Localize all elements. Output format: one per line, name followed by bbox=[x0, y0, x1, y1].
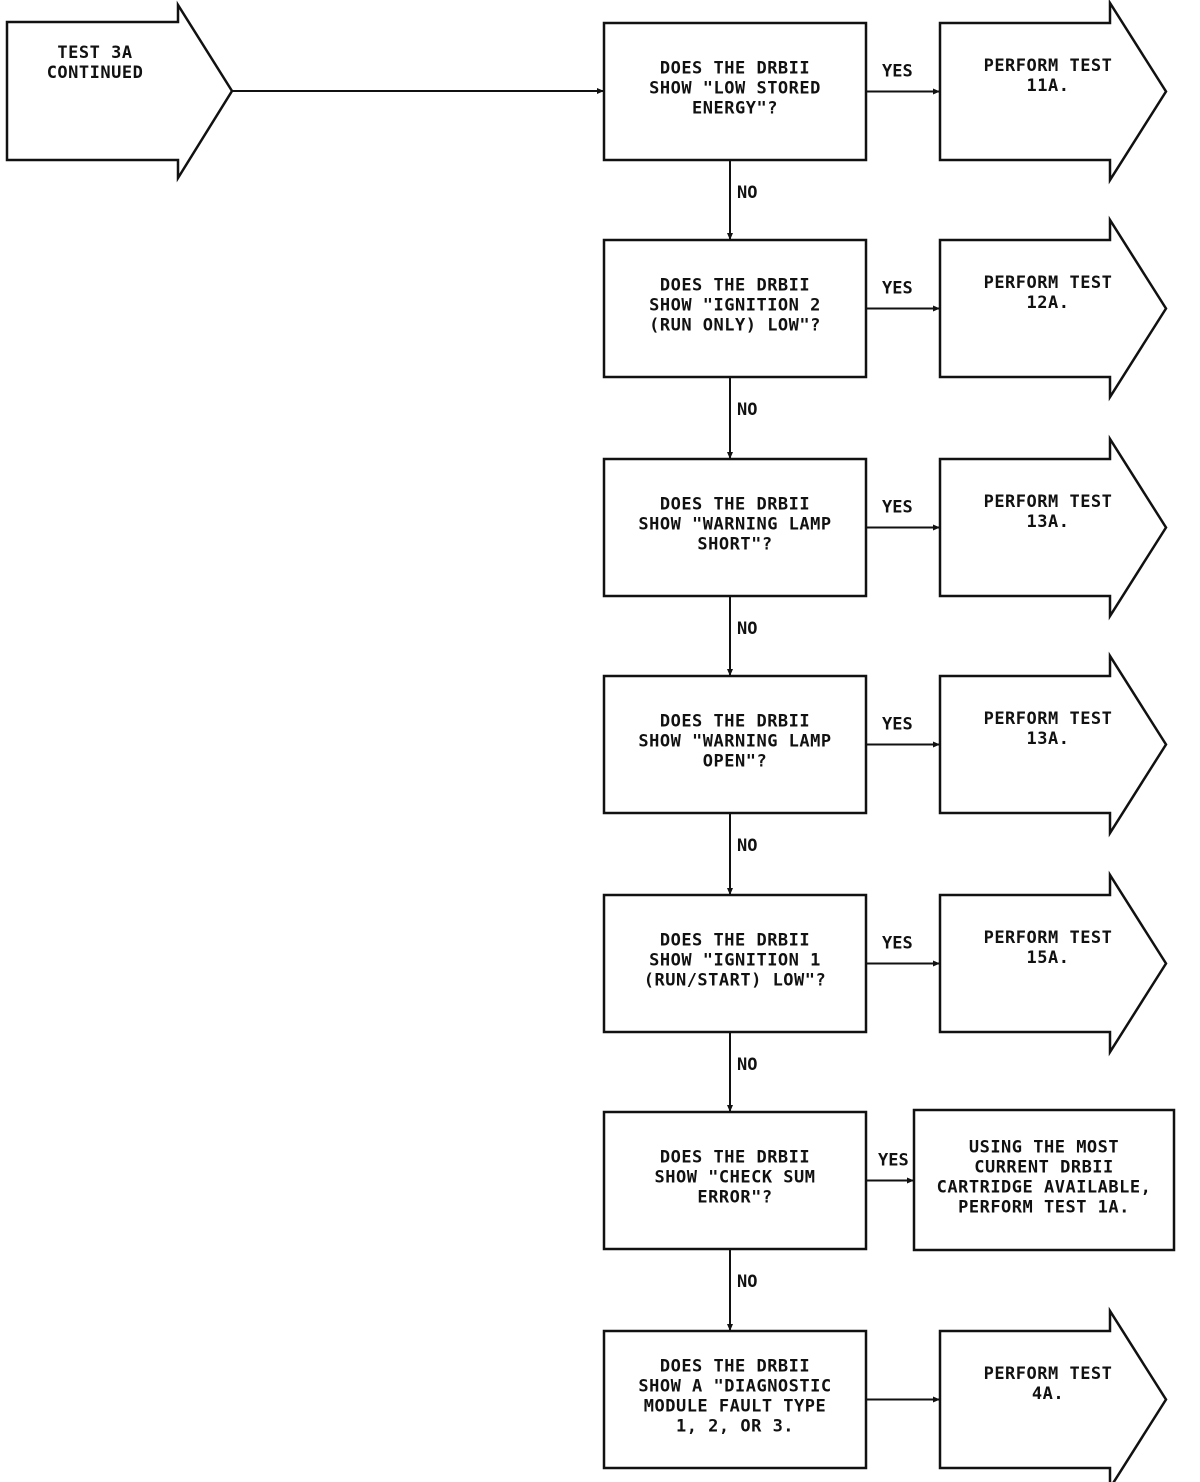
decision-text-line: ERROR"? bbox=[697, 1188, 772, 1208]
no-label: NO bbox=[737, 183, 757, 203]
decision-text-line: DOES THE DRBII bbox=[660, 276, 810, 296]
decision-text-line: SHOW "LOW STORED bbox=[649, 79, 821, 99]
decision-text-line: SHORT"? bbox=[697, 535, 772, 555]
yes-label: YES bbox=[882, 934, 913, 954]
yes-label: YES bbox=[882, 279, 913, 299]
start-label-line: TEST 3A bbox=[57, 43, 132, 63]
no-label: NO bbox=[737, 619, 757, 639]
outcome-text-line: 13A. bbox=[1027, 729, 1070, 749]
decision-text-line: MODULE FAULT TYPE bbox=[644, 1397, 827, 1417]
no-label: NO bbox=[737, 836, 757, 856]
outcome-arrow bbox=[938, 434, 1168, 621]
decision-text-line: (RUN ONLY) LOW"? bbox=[649, 316, 821, 336]
outcome-text-line: 11A. bbox=[1027, 76, 1070, 96]
outcome-text-line: PERFORM TEST bbox=[984, 273, 1113, 293]
decision-text-line: DOES THE DRBII bbox=[660, 59, 810, 79]
decision-text-line: (RUN/START) LOW"? bbox=[644, 971, 827, 991]
outcome-text-line: CURRENT DRBII bbox=[974, 1158, 1114, 1178]
decision-text-line: SHOW A "DIAGNOSTIC bbox=[638, 1377, 831, 1397]
start-label-line: CONTINUED bbox=[47, 63, 144, 83]
outcome-text-line: PERFORM TEST bbox=[984, 709, 1113, 729]
decision-text-line: SHOW "WARNING LAMP bbox=[638, 732, 831, 752]
yes-label: YES bbox=[882, 715, 913, 735]
outcome-arrow bbox=[938, 0, 1168, 185]
decision-text-line: SHOW "CHECK SUM bbox=[654, 1168, 815, 1188]
no-label: NO bbox=[737, 1055, 757, 1075]
outcome-text-line: PERFORM TEST 1A. bbox=[958, 1198, 1130, 1218]
outcome-arrow bbox=[938, 870, 1168, 1057]
yes-label: YES bbox=[882, 498, 913, 518]
no-label: NO bbox=[737, 400, 757, 420]
decision-text-line: SHOW "IGNITION 1 bbox=[649, 951, 821, 971]
decision-text-line: SHOW "WARNING LAMP bbox=[638, 515, 831, 535]
decision-text-line: DOES THE DRBII bbox=[660, 931, 810, 951]
outcome-text-line: 15A. bbox=[1027, 948, 1070, 968]
no-label: NO bbox=[737, 1272, 757, 1292]
outcome-text-line: PERFORM TEST bbox=[984, 56, 1113, 76]
outcome-text-line: USING THE MOST bbox=[969, 1138, 1119, 1158]
start-arrow-shape bbox=[5, 0, 234, 183]
outcome-text-line: PERFORM TEST bbox=[984, 492, 1113, 512]
yes-label: YES bbox=[882, 62, 913, 82]
decision-text-line: ENERGY"? bbox=[692, 99, 778, 119]
outcome-arrow bbox=[938, 651, 1168, 838]
outcome-text-line: 13A. bbox=[1027, 512, 1070, 532]
decision-text-line: DOES THE DRBII bbox=[660, 1357, 810, 1377]
outcome-box bbox=[912, 1108, 1176, 1252]
yes-label: YES bbox=[878, 1151, 909, 1171]
decision-box bbox=[602, 674, 868, 815]
decision-text-line: 1, 2, OR 3. bbox=[676, 1417, 794, 1437]
outcome-text-line: 4A. bbox=[1032, 1384, 1064, 1404]
outcome-text-line: CARTRIDGE AVAILABLE, bbox=[937, 1178, 1152, 1198]
decision-box bbox=[602, 893, 868, 1034]
decision-box bbox=[602, 457, 868, 598]
outcome-arrow bbox=[938, 215, 1168, 402]
decision-text-line: DOES THE DRBII bbox=[660, 495, 810, 515]
decision-text-line: DOES THE DRBII bbox=[660, 712, 810, 732]
decision-text-line: DOES THE DRBII bbox=[660, 1148, 810, 1168]
decision-text-line: OPEN"? bbox=[703, 752, 767, 772]
decision-text-line: SHOW "IGNITION 2 bbox=[649, 296, 821, 316]
outcome-arrow bbox=[938, 1306, 1168, 1482]
outcome-text-line: PERFORM TEST bbox=[984, 928, 1113, 948]
outcome-text-line: 12A. bbox=[1027, 293, 1070, 313]
outcome-text-line: PERFORM TEST bbox=[984, 1364, 1113, 1384]
